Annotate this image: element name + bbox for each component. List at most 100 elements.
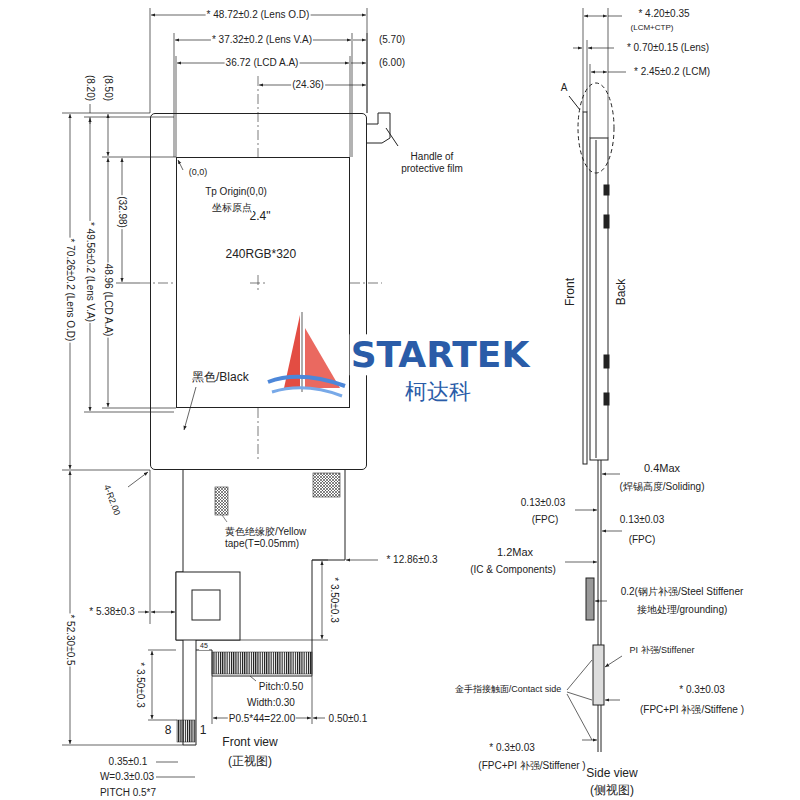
yellow-tape <box>215 487 228 515</box>
dimension-label: * 0.70±0.15 (Lens) <box>626 42 710 54</box>
dimension-line <box>62 113 176 470</box>
dimension-label: * 49.56±0.2 (Lens V.A) <box>84 221 96 323</box>
logo-mark <box>272 388 342 396</box>
dimension-line <box>156 762 195 777</box>
watermark: STARTEK <box>350 334 531 375</box>
view-side-label: Front <box>564 277 578 307</box>
ic-component <box>176 572 240 640</box>
fpc-outline <box>176 470 345 745</box>
dimension-line <box>150 470 151 624</box>
dimension-label: (FPC) <box>531 514 560 526</box>
dimension-label: * 0.3±0.03 <box>488 742 536 754</box>
logo-mark <box>268 312 345 396</box>
dimension-line <box>151 612 175 613</box>
dimension-label: 0.50±0.1 <box>328 713 369 725</box>
dimension-label: * 70.26±0.2 (Lens O.D) <box>64 238 76 343</box>
dimension-line <box>582 740 597 741</box>
origin-label: (0,0) <box>188 167 209 177</box>
side-view-layers <box>604 185 609 195</box>
dimension-label: (5.70) <box>378 34 406 46</box>
side-view-layers <box>604 393 609 405</box>
dimension-line <box>584 16 607 17</box>
dimension-line <box>62 470 378 777</box>
center-line <box>250 275 266 291</box>
dimension-label: 0.13±0.03 <box>619 514 665 526</box>
protective-film-handle <box>367 113 398 146</box>
side-view-layers <box>590 138 608 460</box>
dimension-line <box>138 612 149 613</box>
callout-note: 金手指接触面/Contact side <box>454 684 563 694</box>
dimension-line <box>351 63 366 64</box>
dimension-label: (LCM+CTP) <box>630 23 675 32</box>
pin-number: 1 <box>199 724 208 738</box>
dimension-line <box>212 676 312 724</box>
dimension-label: P0.5*44=22.00 <box>228 713 296 725</box>
dimension-label: (FPC+PI 补强/Stiffene ) <box>639 704 745 716</box>
side-view-layers <box>593 645 604 705</box>
dimension-label: 36.72 (LCD A.A) <box>225 57 300 69</box>
dimension-line <box>608 16 622 17</box>
side-view-layers <box>596 140 597 458</box>
dimension-label: 接地处理/grounding) <box>636 604 729 616</box>
callout-note: 黄色绝缘胶/Yellow tape(T=0.05mm) <box>224 526 326 549</box>
logo-mark <box>301 312 303 392</box>
dimension-line <box>598 48 614 49</box>
center-line <box>140 283 176 284</box>
gold-fingers <box>177 720 195 742</box>
dimension-line <box>150 8 367 113</box>
dimension-line <box>573 48 582 49</box>
dimension-label: (32.98) <box>116 195 128 229</box>
yellow-tape <box>313 473 340 497</box>
dimension-label: 0.2(钢片补强/Steel Stiffener <box>620 586 745 598</box>
side-view-layers <box>586 578 594 620</box>
dimension-line <box>150 8 367 157</box>
dimension-label: 0.13±0.03 <box>520 497 566 509</box>
dimension-label: * 12.86±0.3 <box>385 554 438 566</box>
dimension-line <box>575 510 597 511</box>
dimension-line <box>90 104 91 124</box>
dimension-label: (6.00) <box>378 57 406 69</box>
gold-fingers <box>177 652 312 742</box>
dimension-line <box>148 650 177 720</box>
node-text: 240RGB*320 <box>225 248 298 262</box>
dimension-label: * 2.45±0.2 (LCM) <box>633 66 711 78</box>
dimension-label: * 4.20±0.35 <box>637 8 690 20</box>
yellow-tape <box>215 473 340 522</box>
dimension-line <box>346 560 378 561</box>
logo-mark <box>268 377 345 386</box>
dimension-label: (8.20) <box>84 74 96 102</box>
dimension-line <box>605 656 622 667</box>
ic-component <box>192 590 220 620</box>
pin-number: 45 <box>199 642 209 650</box>
side-view-layers <box>578 83 614 173</box>
callout-note: PI 补强/Stiffener <box>629 645 696 655</box>
view-title: (侧视图) <box>589 784 635 798</box>
view-title: Side view <box>585 767 638 781</box>
dimension-line <box>322 561 323 639</box>
dimension-line <box>152 651 153 719</box>
dimension-label: 0.35±0.1 <box>108 756 149 768</box>
dimension-label: Pitch:0.50 <box>258 681 304 693</box>
center-line <box>350 283 382 284</box>
dimension-label: * 5.38±0.3 <box>88 606 136 618</box>
dimension-line <box>174 33 352 157</box>
dimension-label: PITCH 0.5*7 <box>99 787 157 799</box>
fpc-outline <box>176 470 345 745</box>
fpc-outline <box>196 640 240 650</box>
dimension-label: * 3.50±0.3 <box>328 576 340 624</box>
dimension-label: (焊锡高度/Soliding) <box>618 481 705 493</box>
callout-note: Handle of protective film <box>391 151 473 174</box>
dimension-line <box>591 72 607 73</box>
dimension-line <box>602 474 620 475</box>
dimension-label: (8.50) <box>102 74 114 102</box>
dimension-line <box>240 560 328 640</box>
dimension-line <box>605 700 620 701</box>
dimension-line <box>313 718 325 719</box>
view-title: Front view <box>221 736 278 750</box>
watermark: 柯达科 <box>404 379 472 404</box>
dimension-label: * 48.72±0.2 (Lens O.D) <box>206 9 311 21</box>
side-view-layers <box>604 355 609 368</box>
leader-line <box>128 472 148 487</box>
